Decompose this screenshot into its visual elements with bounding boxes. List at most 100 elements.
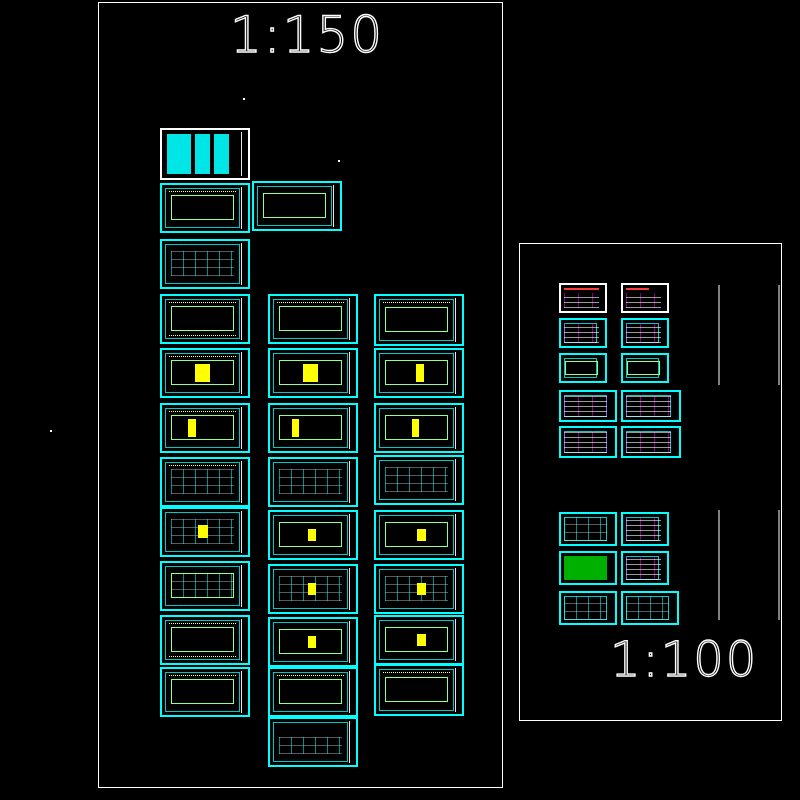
drawing-sheet[interactable] xyxy=(374,455,464,505)
floor-plan xyxy=(170,679,235,704)
stray-mark xyxy=(243,98,245,100)
drawing-sheet[interactable] xyxy=(160,507,250,557)
drawing-sheet[interactable] xyxy=(374,564,464,614)
floor-plan xyxy=(384,522,449,547)
highlighted-room xyxy=(417,633,426,646)
sheet-inner-frame xyxy=(273,299,348,339)
drawing-sheet-detail[interactable] xyxy=(559,551,617,585)
title-block xyxy=(241,298,246,340)
floor-plan xyxy=(278,679,343,704)
drawing-sheet-detail[interactable] xyxy=(559,353,607,383)
title-block xyxy=(455,514,460,556)
drawing-sheet[interactable] xyxy=(160,561,250,611)
floor-plan xyxy=(384,676,449,703)
drawing-sheet-detail[interactable] xyxy=(559,318,607,348)
drawing-sheet-cover[interactable] xyxy=(160,128,250,180)
highlighted-room xyxy=(307,635,317,648)
highlighted-room xyxy=(417,582,426,595)
sheet-inner-frame xyxy=(379,669,454,711)
highlighted-room xyxy=(292,418,300,438)
frame-1-100 xyxy=(519,243,782,721)
sheet-inner-frame xyxy=(273,353,348,393)
drawing-sheet[interactable] xyxy=(268,294,358,344)
sheet-inner-frame xyxy=(273,515,348,555)
drawing-sheet-detail[interactable] xyxy=(559,512,617,546)
drawing-sheet[interactable] xyxy=(374,403,464,453)
title-block xyxy=(349,407,354,449)
sheet-inner-frame xyxy=(379,299,454,341)
drawing-sheet[interactable] xyxy=(160,457,250,507)
floor-plan-grid xyxy=(170,251,235,276)
drawing-sheet-detail[interactable] xyxy=(559,426,617,458)
title-block xyxy=(241,407,246,449)
title-block xyxy=(333,185,338,227)
drawing-sheet-detail[interactable] xyxy=(559,283,607,313)
drawing-sheet-detail[interactable] xyxy=(621,353,669,383)
sheet-inner-frame xyxy=(564,358,597,378)
drawing-sheet[interactable] xyxy=(160,348,250,398)
drawing-sheet-detail[interactable] xyxy=(621,426,681,458)
drawing-sheet[interactable] xyxy=(160,239,250,289)
floor-plan-grid xyxy=(384,576,449,601)
scale-label-1-100: 1:100 xyxy=(609,632,759,688)
drawing-sheet[interactable] xyxy=(268,403,358,453)
drawing-sheet-detail[interactable] xyxy=(621,591,679,625)
drawing-sheet[interactable] xyxy=(374,510,464,560)
axis-line xyxy=(382,671,450,673)
sheet-inner-frame xyxy=(165,244,240,284)
sheet-inner-frame xyxy=(165,299,240,339)
drawing-sheet-detail[interactable] xyxy=(621,512,669,546)
detail-table xyxy=(625,517,661,541)
floor-plan xyxy=(384,415,449,440)
drawing-sheet[interactable] xyxy=(268,564,358,614)
detail-grid xyxy=(564,596,608,620)
drawing-sheet[interactable] xyxy=(374,294,464,346)
drawing-sheet[interactable] xyxy=(268,617,358,667)
detail-table xyxy=(563,322,599,344)
floor-plan xyxy=(170,306,235,331)
drawing-sheet-detail[interactable] xyxy=(621,390,681,422)
drawing-sheet[interactable] xyxy=(268,510,358,560)
detail-table xyxy=(563,292,599,309)
detail-table xyxy=(564,430,608,454)
axis-line xyxy=(168,335,236,337)
title-block xyxy=(241,511,246,553)
title-block xyxy=(455,407,460,449)
drawing-sheet[interactable] xyxy=(160,667,250,717)
floor-plan xyxy=(278,306,343,331)
drawing-sheet-detail[interactable] xyxy=(559,390,617,422)
sheet-inner-frame xyxy=(379,515,454,555)
drawing-sheet[interactable] xyxy=(160,294,250,344)
drawing-sheet[interactable] xyxy=(160,615,250,665)
drawing-sheet-detail[interactable] xyxy=(621,318,669,348)
title-block xyxy=(241,243,246,285)
cover-panel xyxy=(194,133,211,175)
cover-panel xyxy=(213,133,230,175)
floor-plan-grid xyxy=(170,469,235,494)
drawing-sheet[interactable] xyxy=(268,717,358,767)
drawing-sheet-detail[interactable] xyxy=(621,283,669,313)
axis-line xyxy=(168,410,236,412)
floor-plan xyxy=(278,629,343,654)
sheet-inner-frame xyxy=(165,566,240,606)
drawing-sheet[interactable] xyxy=(268,348,358,398)
drawing-sheet[interactable] xyxy=(252,181,342,231)
highlighted-room xyxy=(415,363,425,383)
title-block xyxy=(349,568,354,610)
drawing-sheet[interactable] xyxy=(160,183,250,233)
drawing-sheet[interactable] xyxy=(374,664,464,716)
drawing-sheet[interactable] xyxy=(374,348,464,398)
note-column xyxy=(778,510,780,620)
drawing-sheet[interactable] xyxy=(374,615,464,665)
floor-plan xyxy=(384,360,449,385)
floor-plan xyxy=(170,627,235,652)
detail-grid xyxy=(564,517,608,541)
title-block xyxy=(455,459,460,501)
drawing-sheet-detail[interactable] xyxy=(559,591,617,625)
drawing-sheet-detail[interactable] xyxy=(621,551,669,585)
drawing-sheet[interactable] xyxy=(268,667,358,717)
drawing-sheet[interactable] xyxy=(268,457,358,507)
sheet-inner-frame xyxy=(379,408,454,448)
cover-panel xyxy=(167,133,192,175)
drawing-sheet[interactable] xyxy=(160,403,250,453)
